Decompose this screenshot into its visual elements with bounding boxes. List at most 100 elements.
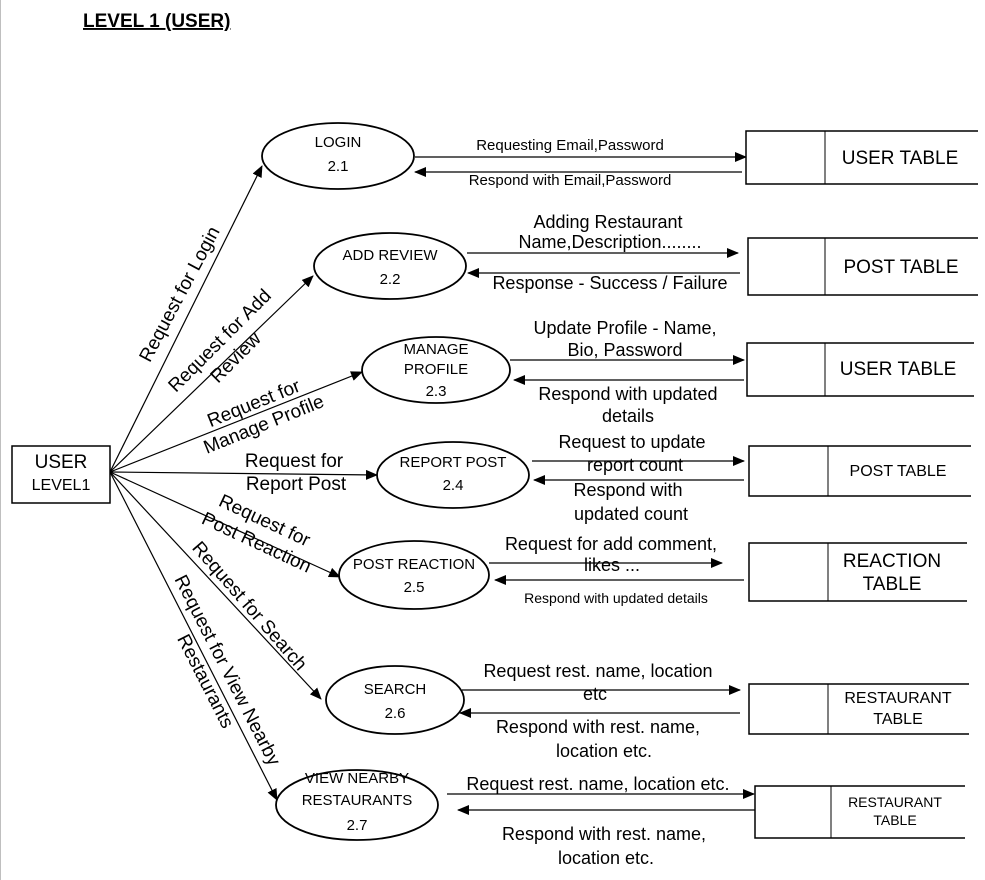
process-bubble [275,769,439,841]
process-name: RESTAURANTS [302,792,413,809]
response-label: updated count [574,504,688,524]
data-store-name: USER TABLE [842,148,959,169]
user-flow-arrow [109,165,263,473]
response-label: Respond with updated [538,384,717,404]
response-label: details [602,406,654,426]
request-label: Name,Description........ [518,232,701,252]
data-store: POST TABLE [748,445,971,497]
response-label: Respond with updated details [524,590,708,606]
process-name: PROFILE [404,361,468,378]
request-label: etc [583,684,607,704]
process-2-3: MANAGE PROFILE 2.3 [361,336,511,404]
process-bubble [376,441,530,509]
response-label: Respond with [573,480,682,500]
diagram-title: LEVEL 1 (USER) [83,11,230,32]
process-name: ADD REVIEW [342,247,438,264]
data-store-outline [747,237,978,296]
user-entity: USER LEVEL1 [11,445,111,504]
process-name: POST REACTION [353,556,475,573]
process-bubble [261,122,415,190]
store-flow-pair: Request rest. name, location etc. Respond… [447,774,756,868]
process-2-1: LOGIN 2.1 [261,122,415,190]
process-bubble [313,232,467,300]
store-flow-pair: Request for add comment,likes ... Respond… [489,534,744,606]
data-stores-layer: USER TABLE POST TABLE USER TABLE POST TABLE… [745,130,978,839]
process-name: LOGIN [315,134,362,151]
data-store-name: RESTAURANT [844,690,951,707]
user-flow-label: Request for View Nearby [170,572,285,770]
response-label: location etc. [556,741,652,761]
process-number: 2.4 [443,477,464,494]
data-store-outline [748,683,969,735]
request-label: Request for add comment, [505,534,717,554]
data-store: RESTAURANT TABLE [748,683,969,735]
user-flow-label: Request for [245,451,344,472]
user-flow-arrow [109,275,314,473]
process-2-6: SEARCH 2.6 [325,665,465,735]
process-2-2: ADD REVIEW 2.2 [313,232,467,300]
store-flow-pair: Adding RestaurantName,Description.......… [467,212,740,293]
process-name: MANAGE [403,341,468,358]
process-bubble [361,336,511,404]
user-flow-arrow [109,471,322,700]
data-store: USER TABLE [746,342,974,397]
data-store: POST TABLE [747,237,978,296]
user-entity-name: USER [35,452,88,473]
user-flow-arrow [109,371,363,473]
process-name: REPORT POST [400,454,507,471]
data-store-name: TABLE [873,711,923,728]
request-label: Adding Restaurant [533,212,682,232]
data-store-name: USER TABLE [840,359,957,380]
response-label: Response - Success / Failure [492,273,727,293]
user-flow-arrow [109,471,278,801]
data-store-name: POST TABLE [843,257,958,278]
request-label: Request rest. name, location [483,661,712,681]
data-store-name: POST TABLE [850,463,947,480]
request-label: Request to update [558,432,705,452]
process-number: 2.2 [380,271,401,288]
process-number: 2.6 [385,705,406,722]
store-flow-pair: Update Profile - Name,Bio, PasswordRespo… [510,318,745,426]
request-label: Request rest. name, location etc. [466,774,729,794]
data-store-name: REACTION [843,551,941,572]
response-label: Respond with rest. name, [496,717,700,737]
process-2-7: VIEW NEARBY RESTAURANTS 2.7 [275,769,439,841]
user-flow-arrow [109,469,378,480]
data-store-outline [748,542,967,602]
data-store-name: TABLE [863,574,922,595]
response-label: location etc. [558,848,654,868]
data-store-outline [748,445,971,497]
data-store-name: RESTAURANT [848,794,942,810]
data-store-name: TABLE [873,812,916,828]
process-number: 2.1 [328,158,349,175]
process-name: VIEW NEARBY [305,770,409,787]
data-store-outline [746,342,974,397]
response-label: Respond with Email,Password [469,172,672,189]
request-label: report count [587,455,683,475]
process-2-4: REPORT POST 2.4 [376,441,530,509]
response-label: Respond with rest. name, [502,824,706,844]
process-2-5: POST REACTION 2.5 [338,540,490,610]
process-bubble [325,665,465,735]
data-store: USER TABLE [745,130,978,185]
data-store-outline [754,785,965,839]
data-store-outline [745,130,978,185]
request-label: Bio, Password [567,340,682,360]
user-flow-arrow [109,471,341,578]
process-number: 2.3 [426,383,447,400]
request-label: Update Profile - Name, [533,318,716,338]
request-label: Requesting Email,Password [476,137,664,154]
process-number: 2.7 [347,817,368,834]
process-number: 2.5 [404,579,425,596]
user-entity-sub: LEVEL1 [32,477,91,494]
process-name: SEARCH [364,681,427,698]
request-label: likes ... [584,555,640,575]
